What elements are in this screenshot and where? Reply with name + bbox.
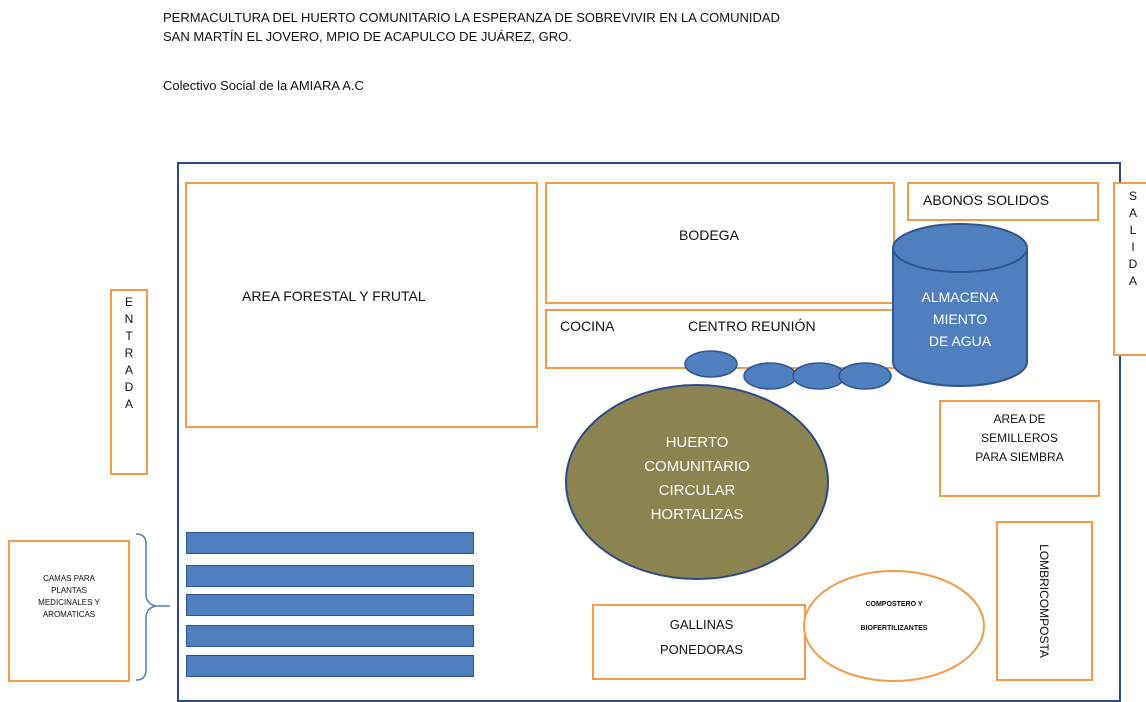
water-tank-icon xyxy=(892,223,1028,387)
bodega-area xyxy=(545,182,895,304)
salida-letter: I xyxy=(1131,240,1135,254)
lombri-label: LOMBRICOMPOSTA xyxy=(1037,544,1051,658)
entrada-letter: R xyxy=(124,346,134,360)
salida-letter: A xyxy=(1128,274,1137,288)
entrada-letter: T xyxy=(125,329,133,343)
lombri-area xyxy=(996,521,1093,681)
gallinas-area xyxy=(592,604,806,680)
gallinas-line: PONEDORAS xyxy=(660,642,744,657)
compostero-line: BIOFERTILIZANTES xyxy=(860,625,928,632)
seat-oval xyxy=(684,350,738,378)
salida-letter: A xyxy=(1128,206,1137,220)
semilleros-line: AREA DE xyxy=(993,412,1046,426)
huerto-line: HUERTO xyxy=(665,434,729,451)
entrada-letter: A xyxy=(124,397,133,411)
almacena-line: DE AGUA xyxy=(928,333,992,349)
compostero-line: COMPOSTERO Y xyxy=(865,601,923,608)
huerto-circle xyxy=(565,384,829,580)
huerto-line: CIRCULAR xyxy=(658,482,736,499)
centro-label: CENTRO REUNIÓN xyxy=(688,318,816,334)
planting-bed xyxy=(186,625,474,647)
camas-line: CAMAS PARA xyxy=(43,574,95,583)
salida-letter: S xyxy=(1128,189,1137,203)
entrada-letter: A xyxy=(124,363,133,377)
entrada-letters: E N T R A D A xyxy=(112,291,146,413)
semilleros-area xyxy=(939,400,1100,497)
entrada-letter: N xyxy=(124,312,134,326)
semilleros-line: SEMILLEROS xyxy=(981,431,1058,445)
seat-oval xyxy=(838,362,892,390)
salida-letters: S A L I D A xyxy=(1115,184,1146,290)
semilleros-label: AREA DE SEMILLEROS PARA SIEMBRA xyxy=(939,410,1100,467)
semilleros-line: PARA SIEMBRA xyxy=(975,450,1064,464)
forestal-area xyxy=(185,182,538,428)
huerto-line: HORTALIZAS xyxy=(650,506,744,523)
compostero-label: COMPOSTERO Y BIOFERTILIZANTES xyxy=(801,593,987,641)
camas-box xyxy=(8,540,130,682)
camas-line: AROMATICAS xyxy=(42,610,96,619)
bodega-label: BODEGA xyxy=(679,227,739,243)
seats-group xyxy=(684,350,892,390)
brace-icon xyxy=(135,533,170,681)
compostero-oval xyxy=(803,570,985,682)
camas-line: PLANTAS xyxy=(51,586,87,595)
camas-line: MEDICINALES Y xyxy=(38,598,100,607)
gallinas-label: GALLINAS PONEDORAS xyxy=(660,612,743,662)
huerto-label: HUERTO COMUNITARIO CIRCULAR HORTALIZAS xyxy=(563,431,831,527)
forestal-label: AREA FORESTAL Y FRUTAL xyxy=(242,288,426,304)
planting-bed xyxy=(186,532,474,554)
salida-box: S A L I D A xyxy=(1113,182,1146,356)
salida-letter: D xyxy=(1128,257,1138,271)
almacena-label: ALMACENA MIENTO DE AGUA xyxy=(890,286,1030,352)
camas-label: CAMAS PARA PLANTAS MEDICINALES Y AROMATI… xyxy=(8,573,130,621)
entrada-box: E N T R A D A xyxy=(110,289,148,475)
gallinas-line: GALLINAS xyxy=(669,617,734,632)
planting-bed xyxy=(186,594,474,616)
planting-bed xyxy=(186,565,474,587)
title-line-1: PERMACULTURA DEL HUERTO COMUNITARIO LA E… xyxy=(163,10,780,25)
huerto-line: COMUNITARIO xyxy=(644,458,750,475)
title-line-2: SAN MARTÍN EL JOVERO, MPIO DE ACAPULCO D… xyxy=(163,29,572,44)
entrada-letter: D xyxy=(124,380,134,394)
subtitle: Colectivo Social de la AMIARA A.C xyxy=(163,78,364,93)
almacena-line: ALMACENA xyxy=(921,289,999,305)
cocina-label: COCINA xyxy=(560,318,615,334)
cocina-area xyxy=(545,309,895,369)
salida-letter: L xyxy=(1129,223,1137,237)
abonos-area xyxy=(907,182,1099,221)
almacena-line: MIENTO xyxy=(932,311,988,327)
entrada-letter: E xyxy=(124,295,133,309)
planting-bed xyxy=(186,655,474,677)
abonos-label: ABONOS SOLIDOS xyxy=(923,192,1050,208)
